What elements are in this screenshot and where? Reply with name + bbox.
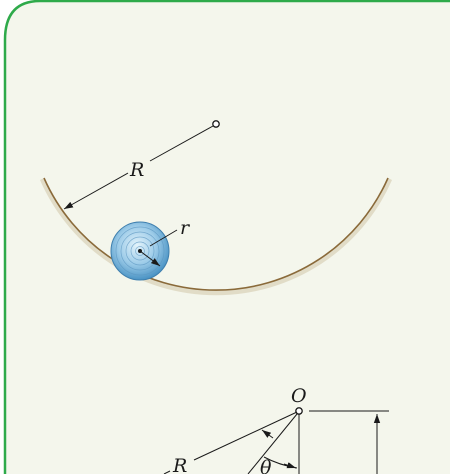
radius-label-bottom: R — [172, 455, 187, 474]
radius-line-upper — [149, 125, 214, 162]
angle-arrow-lower — [283, 462, 297, 469]
small-radius-label: r — [180, 217, 191, 239]
panel-background — [5, 0, 450, 474]
angled-radius-line — [247, 413, 298, 474]
bottom-figure: O R θ — [163, 385, 389, 474]
top-figure: R r — [40, 120, 392, 296]
radius-label: R — [129, 159, 144, 181]
small-radius-leader — [149, 229, 178, 247]
pivot-center-point — [295, 407, 303, 415]
bowl-surface — [43, 177, 389, 291]
radius-line-bottom — [193, 411, 298, 461]
panel-frame — [3, 0, 450, 474]
small-radius-line — [139, 250, 161, 267]
bowl-center-point — [212, 120, 220, 128]
angle-label: θ — [260, 457, 272, 474]
radius-line-lower — [63, 172, 129, 210]
angle-arrow-upper — [261, 429, 274, 439]
pivot-center-label: O — [291, 385, 307, 407]
